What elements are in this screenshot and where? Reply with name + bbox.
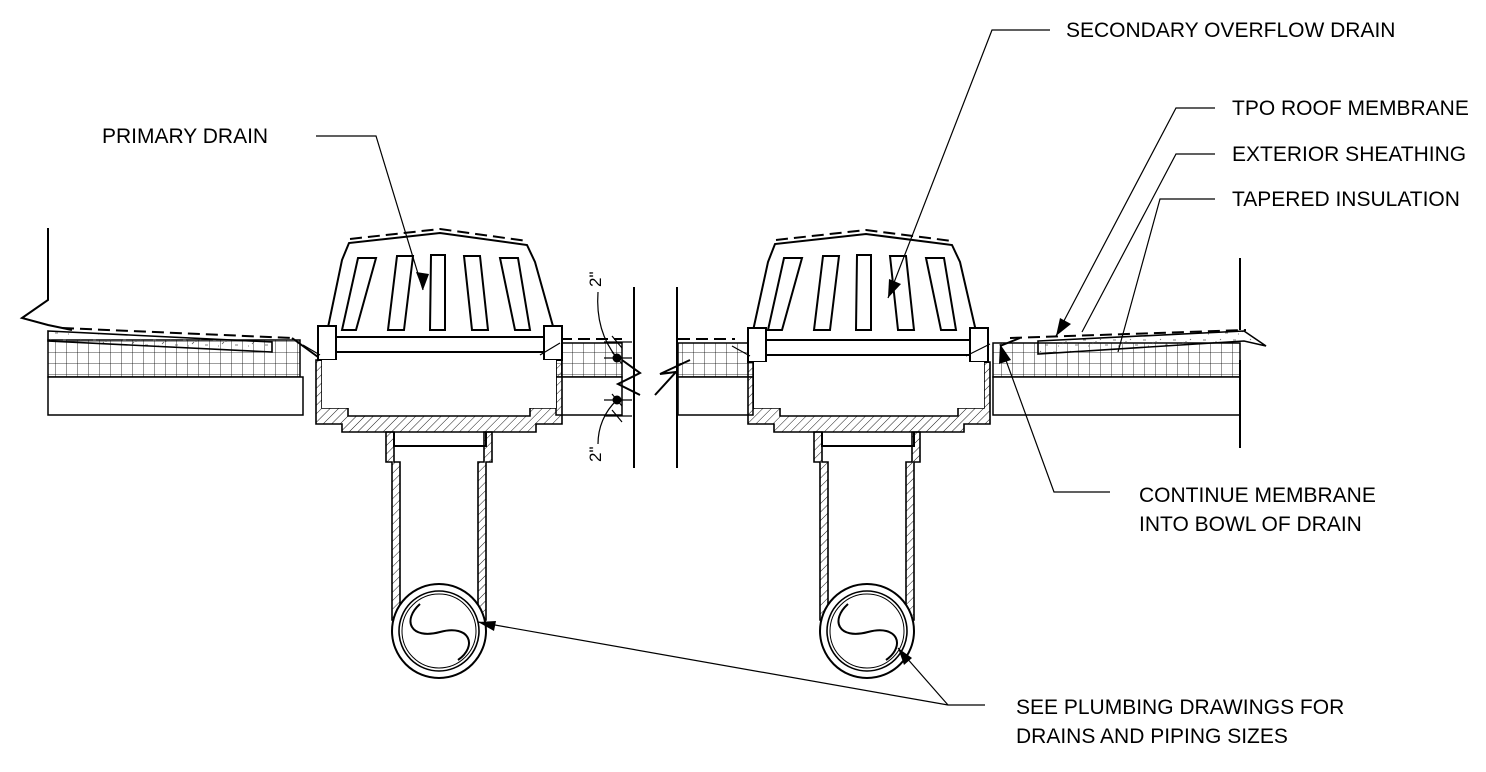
secondary-drain-slots: [766, 254, 958, 331]
secondary-overflow-drain-label: SECONDARY OVERFLOW DRAIN: [1066, 19, 1395, 42]
exterior-sheathing-label: EXTERIOR SHEATHING: [1232, 143, 1466, 166]
primary-drain-label: PRIMARY DRAIN: [102, 125, 268, 148]
membrane-right: [1009, 329, 1247, 339]
secondary-drain-assembly: [731, 228, 991, 679]
tapered-insulation-label: TAPERED INSULATION: [1232, 188, 1460, 211]
roof-assembly: [19, 228, 1267, 468]
sheathing-right: [992, 376, 1241, 416]
dimension-upper-label: 2": [586, 272, 605, 288]
plumbing-note-line2: DRAINS AND PIPING SIZES: [1016, 725, 1288, 748]
primary-drain-slots: [340, 254, 532, 331]
plumbing-note-line1: SEE PLUMBING DRAWINGS FOR: [1016, 696, 1344, 719]
leader-lines: [316, 29, 1215, 706]
dimension-marks: 2" 2": [586, 272, 632, 463]
dimension-lower-label: 2": [586, 447, 605, 463]
sheathing-left: [47, 376, 304, 416]
tpo-roof-membrane-label: TPO ROOF MEMBRANE: [1232, 97, 1469, 120]
tapered-insulation-left: [47, 330, 273, 353]
continue-membrane-label-line2: INTO BOWL OF DRAIN: [1139, 513, 1362, 536]
insulation-grid-middle: [555, 342, 623, 378]
tapered-insulation-right: [1037, 330, 1267, 355]
continue-membrane-label-line1: CONTINUE MEMBRANE: [1139, 484, 1376, 507]
membrane-left: [61, 327, 293, 339]
primary-drain-assembly: [302, 227, 563, 679]
callout-labels: PRIMARY DRAIN SECONDARY OVERFLOW DRAIN T…: [102, 19, 1469, 748]
